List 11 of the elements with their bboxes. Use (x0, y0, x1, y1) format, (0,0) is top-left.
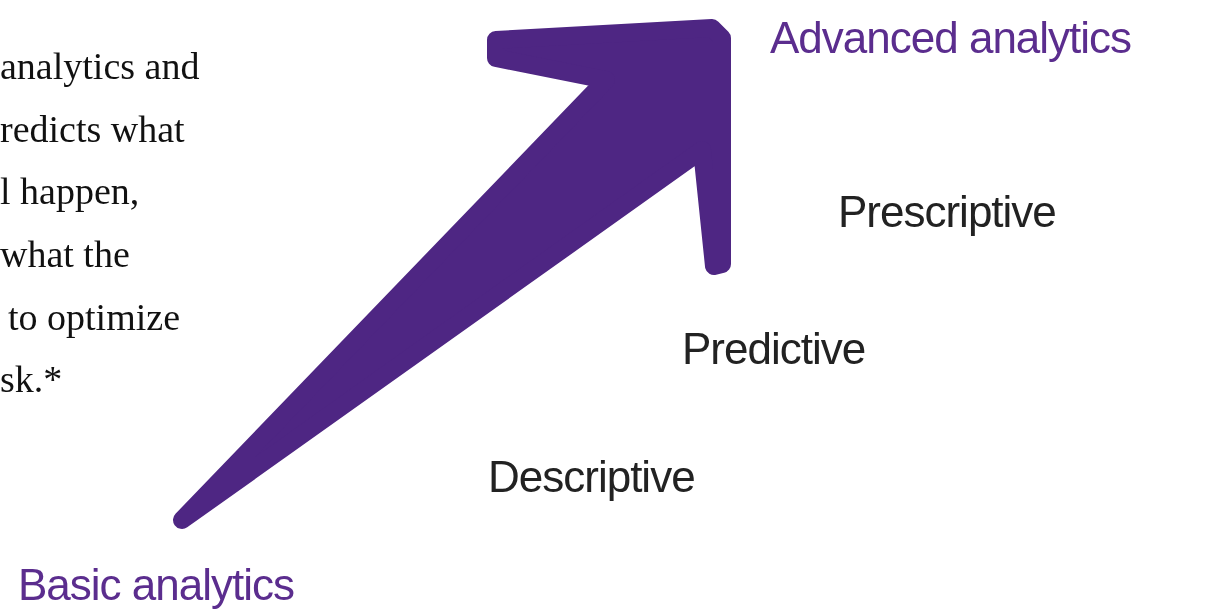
level-label: Basic analytics (18, 563, 294, 607)
level-label: Descriptive (488, 455, 695, 499)
level-label: Advanced analytics (770, 16, 1132, 60)
level-label: Predictive (682, 327, 866, 371)
level-label: Prescriptive (838, 190, 1056, 234)
description-text: sk.* (0, 360, 63, 398)
description-text: analytics and (0, 47, 200, 85)
description-text: l happen, (0, 172, 140, 210)
description-text: what the (0, 235, 130, 273)
description-text: to optimize (8, 298, 181, 336)
description-text: redicts what (0, 110, 185, 148)
